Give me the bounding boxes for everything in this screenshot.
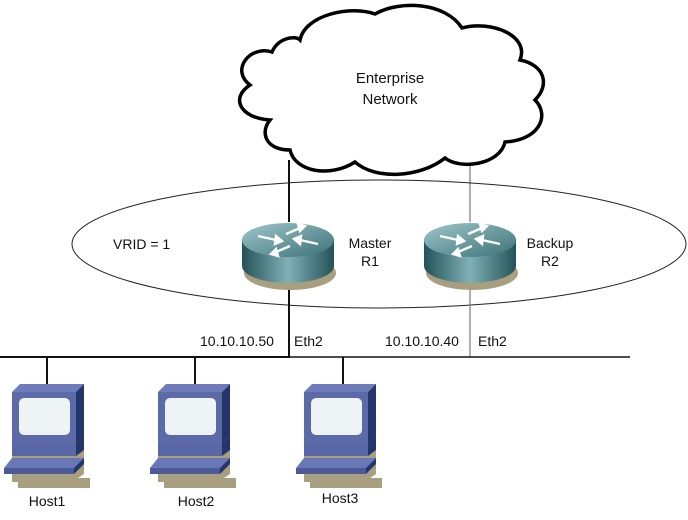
router-r2-icon[interactable] [422,221,520,292]
router-r1-name: R1 [361,253,379,269]
router-r2-label: Backup R2 [518,234,582,270]
router-r2-role: Backup [526,235,574,251]
vrrp-group-ellipse [71,179,687,309]
host1-computer-icon[interactable] [4,384,90,488]
cloud-label-line1: Enterprise [355,70,425,87]
router-r2-name: R2 [541,253,559,269]
r1-interface-label: Eth2 [294,333,323,349]
cloud-label-line2: Network [362,91,418,108]
r2-interface-label: Eth2 [478,333,507,349]
host1-label: Host1 [28,493,66,509]
host2-label: Host2 [177,493,215,509]
host3-label: Host3 [321,490,359,506]
host3-computer-icon[interactable] [296,384,382,488]
vrid-label: VRID = 1 [113,236,171,252]
router-r1-label: Master R1 [338,234,402,270]
r2-ip-label: 10.10.10.40 [385,333,459,349]
host2-computer-icon[interactable] [150,384,236,488]
router-r1-icon[interactable] [240,221,338,292]
cloud-label: Enterprise Network [330,68,450,110]
enterprise-network-cloud [237,3,546,177]
r1-ip-label: 10.10.10.50 [200,333,274,349]
router-r1-role: Master [348,235,392,251]
